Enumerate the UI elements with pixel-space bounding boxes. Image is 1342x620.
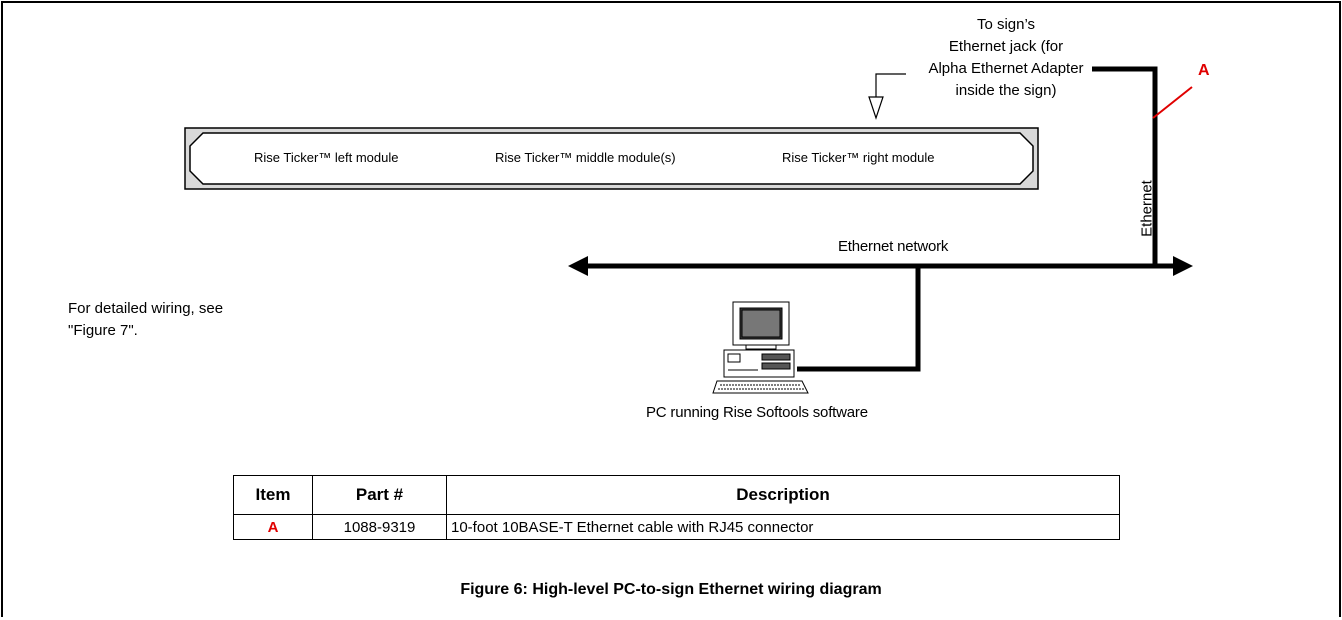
row-part: 1088-9319	[312, 514, 447, 540]
jack-label-line-4: inside the sign)	[955, 82, 1057, 99]
jack-label: To sign’s Ethernet jack (for Alpha Ether…	[906, 14, 1106, 102]
header-item: Item	[233, 475, 313, 515]
ethernet-network-label: Ethernet network	[838, 238, 949, 255]
table-header-row: Item Part # Description	[233, 475, 1120, 515]
wiring-note-line-1: For detailed wiring, see	[68, 300, 224, 317]
cable-a-callout	[1152, 86, 1193, 119]
figure-caption: Figure 6: High-level PC-to-sign Ethernet…	[460, 581, 882, 598]
row-description: 10-foot 10BASE-T Ethernet cable with RJ4…	[446, 514, 1120, 540]
left-module-label: Rise Ticker™ left module	[254, 150, 399, 165]
row-item: A	[233, 514, 313, 540]
ethernet-network-bus	[568, 256, 1193, 276]
jack-label-line-2: Ethernet jack (for	[948, 38, 1064, 55]
sign-ethernet-cable	[1092, 66, 1158, 266]
header-part: Part #	[312, 475, 447, 515]
cable-a-marker: A	[1198, 62, 1210, 79]
jack-label-line-1: To sign’s	[976, 16, 1036, 33]
ethernet-vertical-label: Ethernet	[1138, 180, 1156, 237]
pc-icon	[712, 301, 809, 394]
wiring-note: For detailed wiring, see "Figure 7".	[68, 298, 288, 342]
jack-pointer-arrow	[868, 73, 906, 120]
right-module-label: Rise Ticker™ right module	[782, 150, 935, 165]
pc-ethernet-cable	[797, 266, 921, 372]
table-row: A 1088-9319 10-foot 10BASE-T Ethernet ca…	[233, 514, 1120, 540]
middle-module-label: Rise Ticker™ middle module(s)	[495, 150, 676, 165]
pc-label: PC running Rise Softools software	[646, 404, 868, 421]
sign	[184, 127, 1039, 190]
jack-label-line-3: Alpha Ethernet Adapter	[928, 60, 1084, 77]
parts-table: Item Part # Description A 1088-9319 10-f…	[233, 475, 1120, 540]
wiring-note-line-2: "Figure 7".	[68, 322, 138, 339]
header-description: Description	[446, 475, 1120, 515]
